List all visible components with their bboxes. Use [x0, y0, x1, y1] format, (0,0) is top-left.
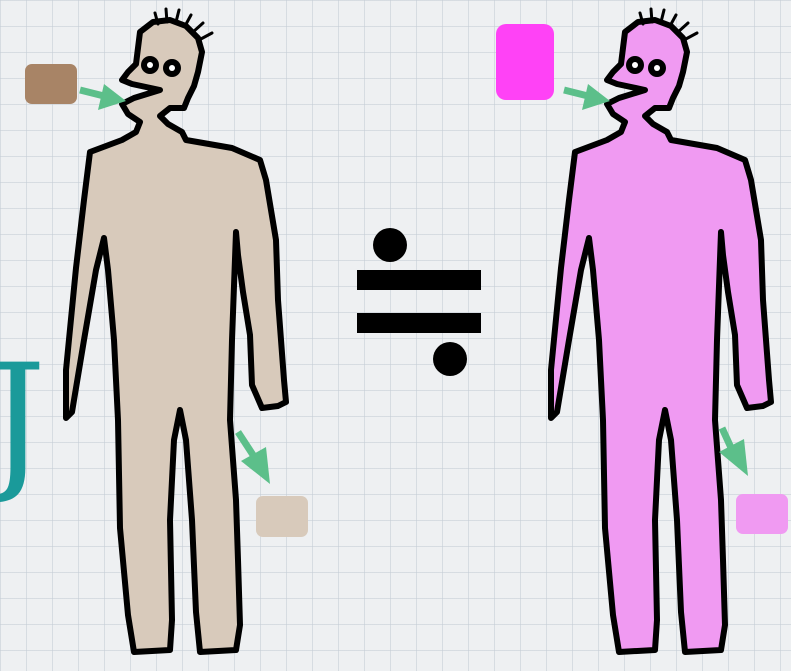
right-waste-block — [736, 494, 788, 534]
division-sign-icon — [357, 228, 481, 376]
left-food-block — [25, 64, 77, 104]
right-food-block — [496, 24, 554, 100]
left-output-arrow-icon — [238, 432, 270, 484]
left-waste-block — [256, 496, 308, 537]
right-eye — [632, 62, 638, 68]
left-person — [66, 9, 286, 652]
left-input-arrow-icon — [80, 84, 126, 110]
right-input-arrow-icon — [564, 84, 610, 110]
left-eye — [169, 65, 175, 71]
right-output-arrow-icon — [719, 428, 748, 476]
right-person-icon — [551, 20, 771, 652]
left-person-icon — [66, 20, 286, 652]
partial-glyph: J — [0, 345, 46, 495]
left-eye — [147, 62, 153, 68]
right-eye — [654, 65, 660, 71]
